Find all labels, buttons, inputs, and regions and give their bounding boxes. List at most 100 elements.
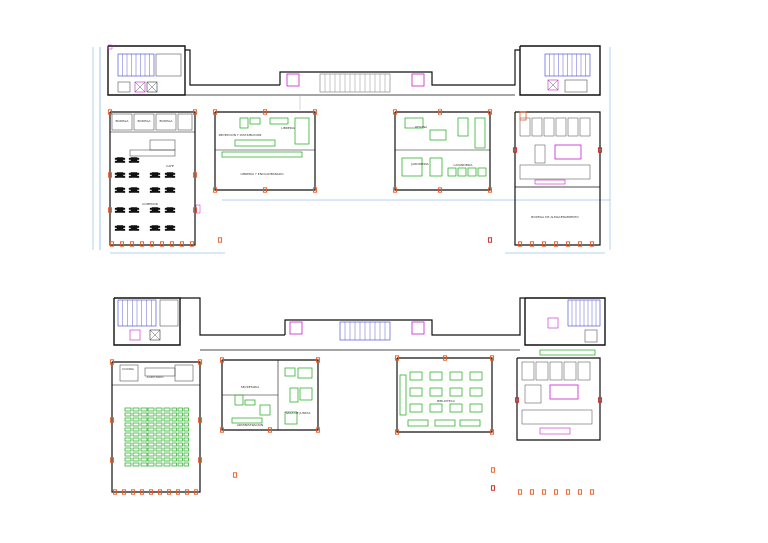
counter (129, 149, 176, 157)
furniture (234, 139, 276, 147)
furniture (297, 367, 313, 379)
chair (128, 175, 132, 178)
column (262, 109, 268, 115)
furniture (124, 432, 132, 437)
furniture (132, 412, 140, 417)
furniture (132, 437, 140, 442)
dining-table (166, 172, 174, 178)
chair (157, 172, 161, 175)
furniture (171, 427, 177, 432)
column (119, 241, 125, 247)
work-area (521, 409, 593, 425)
chair (122, 172, 126, 175)
furniture (132, 452, 140, 457)
dining-table (166, 187, 174, 193)
chair (114, 175, 118, 178)
column (189, 241, 195, 247)
column (490, 485, 496, 491)
elevator (134, 81, 146, 93)
furniture (132, 447, 140, 452)
furniture (284, 411, 298, 425)
furniture (429, 371, 443, 381)
column (315, 357, 321, 363)
chair (136, 228, 140, 231)
column (487, 237, 493, 243)
room-label-l3: SECRETARIA (241, 385, 260, 389)
furniture (163, 437, 171, 442)
column (219, 427, 225, 433)
furniture (171, 457, 177, 462)
column (553, 241, 559, 247)
chair (172, 207, 176, 210)
chair (122, 175, 126, 178)
elevator (547, 79, 559, 91)
room-label-r2: BODEGA (138, 119, 152, 123)
workstation (549, 361, 563, 381)
chair (149, 175, 153, 178)
wall (111, 361, 201, 493)
column (392, 187, 398, 193)
column (565, 489, 571, 495)
dining-table (151, 207, 159, 213)
furniture (177, 442, 183, 447)
furniture (163, 417, 171, 422)
furniture (171, 447, 177, 452)
wall (396, 357, 493, 433)
furniture (124, 452, 132, 457)
room-label-r1: BODEGA (116, 119, 130, 123)
furniture (155, 457, 163, 462)
chair (157, 210, 161, 213)
furniture (147, 452, 155, 457)
chair (128, 172, 132, 175)
room-label-r7: LIBRERIA (281, 126, 296, 130)
wall (109, 111, 196, 246)
chair (128, 160, 132, 163)
wall (221, 359, 319, 431)
column (193, 489, 199, 495)
chair (114, 207, 118, 210)
column (212, 109, 218, 115)
column (159, 241, 165, 247)
dining-table (130, 187, 138, 193)
furniture (269, 117, 289, 125)
chair (157, 228, 161, 231)
column (109, 241, 115, 247)
furniture (147, 427, 155, 432)
column (148, 489, 154, 495)
column (217, 237, 223, 243)
furniture (163, 462, 171, 467)
furniture (124, 457, 132, 462)
room-label-l6: BIBLIOTECA (437, 399, 456, 403)
chair (164, 228, 168, 231)
furniture (449, 387, 463, 397)
elevator-cross (149, 329, 161, 341)
furniture (177, 447, 183, 452)
column (394, 429, 400, 435)
upper-floor-plan (92, 44, 611, 254)
furniture (147, 447, 155, 452)
column (175, 489, 181, 495)
furniture (132, 462, 140, 467)
column (121, 489, 127, 495)
chair (128, 228, 132, 231)
stair-landing (155, 53, 182, 77)
furniture (429, 387, 443, 397)
dining-table (151, 225, 159, 231)
elevator (129, 329, 141, 341)
furniture (284, 367, 296, 377)
furniture (155, 462, 163, 467)
chair (149, 172, 153, 175)
wall (180, 297, 285, 336)
wall (279, 49, 520, 86)
furniture (467, 167, 477, 177)
room-small (177, 113, 193, 131)
chair (128, 207, 132, 210)
room-bodega (111, 113, 133, 131)
column (192, 172, 198, 178)
furniture (469, 403, 483, 413)
furniture (221, 151, 303, 158)
furniture (183, 422, 189, 427)
wall (107, 45, 186, 96)
folding-area (519, 164, 591, 180)
